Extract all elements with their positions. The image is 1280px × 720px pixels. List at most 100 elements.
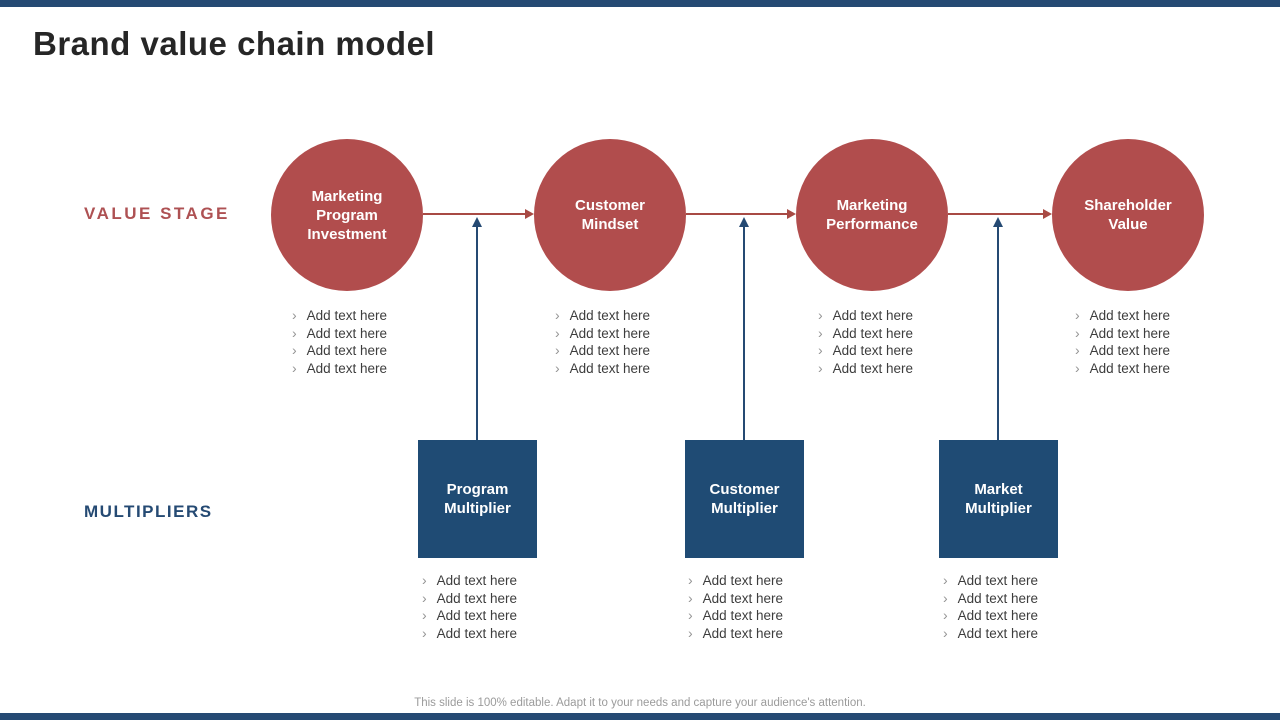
chevron-bullet-icon: ›: [1075, 342, 1080, 358]
stage-circle-marketing-performance: Marketing Performance: [796, 139, 948, 291]
bullet-text: Add text here: [957, 573, 1038, 588]
bullet-item: ›Add text here: [1075, 360, 1170, 378]
bullet-item: › Add text here: [818, 307, 913, 325]
stage-circle-customer-mindset: Customer Mindset: [534, 139, 686, 291]
bullet-item: ›Add text here: [818, 325, 913, 343]
stage-label: Customer Mindset: [574, 197, 645, 233]
chevron-bullet-icon: ›: [943, 589, 948, 606]
bullet-text: Add text here: [569, 308, 650, 323]
bullet-text: Add text here: [957, 608, 1038, 623]
bullet-item: › Add text here: [422, 572, 517, 590]
bullet-text: Add text here: [1089, 308, 1170, 323]
multiplier-bullet-list-3: › Add text here › Add text here › Add text …: [943, 572, 1038, 642]
chevron-bullet-icon: ›: [555, 342, 560, 358]
stage-bullet-list-2: › Add text here › Add text here › Add text …: [555, 307, 650, 377]
multiplier-box-market: Market Multiplier: [939, 440, 1058, 558]
bullet-item: › Add text here: [943, 590, 1038, 608]
bullet-text: Add text here: [306, 343, 387, 358]
bullet-item: › Add text here: [555, 307, 650, 325]
bullet-item: › Add text here: [818, 342, 913, 360]
bullet-text: Add text here: [436, 625, 517, 641]
stage-label: Marketing Program Investment: [307, 187, 387, 243]
chevron-bullet-icon: ›: [943, 607, 948, 623]
bullet-text: Add text here: [702, 608, 783, 623]
chevron-bullet-icon: ›: [422, 607, 427, 623]
stage-bullet-list-4: › Add text here › Add text here › Add text …: [1075, 307, 1170, 377]
chevron-bullet-icon: ›: [943, 572, 948, 588]
bottom-accent-bar: [0, 713, 1280, 720]
multiplier-label: Program Multiplier: [444, 481, 511, 517]
bullet-item: › Add text here: [688, 625, 783, 643]
bullet-text: Add text here: [957, 590, 1038, 606]
stage-label: Marketing Performance: [826, 197, 918, 233]
bullet-text: Add text here: [702, 573, 783, 588]
stage-bullet-list-1: › Add text here › Add text here › Add text …: [292, 307, 387, 377]
chevron-bullet-icon: ›: [292, 359, 297, 376]
bullet-item: ›Add text here: [555, 325, 650, 343]
bullet-item: › Add text here: [943, 625, 1038, 643]
bullet-item: › Add text here: [292, 307, 387, 325]
chevron-bullet-icon: ›: [688, 589, 693, 606]
bullet-item: › Add text here: [292, 360, 387, 378]
chevron-bullet-icon: ›: [292, 307, 297, 323]
bullet-item: › Add text here: [688, 607, 783, 625]
chevron-bullet-icon: ›: [943, 624, 948, 641]
bullet-text: Add text here: [306, 360, 387, 376]
chevron-bullet-icon: ›: [818, 359, 823, 376]
chevron-bullet-icon: ›: [422, 589, 427, 606]
bullet-item: › Add text here: [688, 572, 783, 590]
chevron-bullet-icon: ›: [292, 342, 297, 358]
bullet-item: ›Add text here: [1075, 325, 1170, 343]
bullet-text: Add text here: [436, 608, 517, 623]
bullet-text: Add text here: [306, 308, 387, 323]
bullet-item: › Add text here: [555, 342, 650, 360]
footer-note: This slide is 100% editable. Adapt it to…: [414, 697, 866, 709]
chevron-bullet-icon: ›: [555, 324, 560, 341]
bullet-text: Add text here: [1089, 325, 1170, 341]
chevron-bullet-icon: ›: [422, 624, 427, 641]
chevron-bullet-icon: ›: [688, 607, 693, 623]
bullet-text: Add text here: [702, 625, 783, 641]
top-accent-bar: [0, 0, 1280, 7]
bullet-item: › Add text here: [688, 590, 783, 608]
bullet-text: Add text here: [436, 590, 517, 606]
flow-arrow-right-3: [948, 209, 1052, 219]
bullet-item: › Add text here: [422, 590, 517, 608]
bullet-item: › Add text here: [1075, 342, 1170, 360]
bullet-text: Add text here: [702, 590, 783, 606]
chevron-bullet-icon: ›: [1075, 307, 1080, 323]
bullet-text: Add text here: [832, 343, 913, 358]
chevron-bullet-icon: ›: [688, 572, 693, 588]
chevron-bullet-icon: ›: [555, 307, 560, 323]
multiplier-box-program: Program Multiplier: [418, 440, 537, 558]
bullet-text: Add text here: [832, 360, 913, 376]
multiplier-box-customer: Customer Multiplier: [685, 440, 804, 558]
multiplier-arrow-up-1: [472, 217, 482, 440]
bullet-item: › Add text here: [292, 342, 387, 360]
multiplier-bullet-list-2: › Add text here › Add text here › Add text …: [688, 572, 783, 642]
multiplier-label: Market Multiplier: [965, 481, 1032, 517]
multiplier-arrow-up-3: [993, 217, 1003, 440]
bullet-text: Add text here: [957, 625, 1038, 641]
stage-circle-shareholder-value: Shareholder Value: [1052, 139, 1204, 291]
chevron-bullet-icon: ›: [818, 342, 823, 358]
bullet-text: Add text here: [569, 343, 650, 358]
bullet-item: › Add text here: [1075, 307, 1170, 325]
chevron-bullet-icon: ›: [688, 624, 693, 641]
bullet-text: Add text here: [569, 360, 650, 376]
stage-bullet-list-3: › Add text here › Add text here › Add text …: [818, 307, 913, 377]
bullet-text: Add text here: [832, 308, 913, 323]
bullet-text: Add text here: [832, 325, 913, 341]
stage-label: Shareholder Value: [1084, 197, 1172, 233]
chevron-bullet-icon: ›: [818, 307, 823, 323]
multiplier-bullet-list-1: › Add text here › Add text here › Add text …: [422, 572, 517, 642]
bullet-item: › Add text here: [422, 625, 517, 643]
bullet-text: Add text here: [1089, 343, 1170, 358]
chevron-bullet-icon: ›: [422, 572, 427, 588]
chevron-bullet-icon: ›: [292, 324, 297, 341]
slide-title: Brand value chain model: [33, 25, 436, 62]
stage-circle-marketing-program-investment: Marketing Program Investment: [271, 139, 423, 291]
chevron-bullet-icon: ›: [1075, 359, 1080, 376]
bullet-text: Add text here: [436, 573, 517, 588]
